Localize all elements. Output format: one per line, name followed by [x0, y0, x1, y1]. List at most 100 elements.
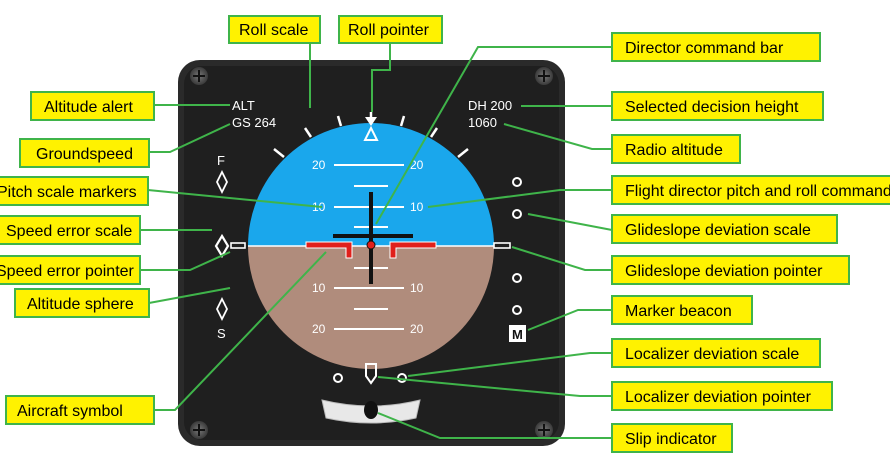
groundspeed-text: GS 264	[232, 115, 276, 130]
screw-bottom-left-icon	[190, 421, 208, 439]
callout-speed-error-scale-label: Speed error scale	[6, 223, 132, 240]
callout-selected-decision-height-label: Selected decision height	[625, 99, 799, 116]
callout-speed-error-pointer-label: Speed error pointer	[0, 263, 135, 280]
roll-command-bar	[369, 192, 373, 284]
leader-altitude-sphere	[148, 287, 231, 304]
marker-beacon-box	[509, 325, 526, 342]
leader-lines	[140, 42, 613, 439]
callout-altitude-sphere-label: Altitude sphere	[27, 296, 134, 313]
leader-roll-pointer	[371, 42, 391, 112]
callout-roll-pointer: Roll pointer	[338, 15, 443, 44]
decision-height-text: DH 200	[468, 98, 512, 113]
slip-indicator	[321, 399, 421, 424]
leader-localizer-pointer	[377, 376, 612, 397]
callout-speed-error-scale: Speed error scale	[0, 215, 141, 245]
pitch-label-down-10-left: 10	[312, 281, 326, 295]
roll-tick-right-30	[457, 148, 469, 158]
slip-ball-icon	[364, 401, 378, 419]
callout-director-command-bar-label: Director command bar	[625, 40, 784, 57]
callout-selected-decision-height: Selected decision height	[611, 91, 824, 121]
roll-index-triangle-icon	[365, 117, 377, 126]
callout-marker-beacon-label: Marker beacon	[625, 303, 732, 320]
callout-localizer-deviation-scale-label: Localizer deviation scale	[625, 346, 799, 363]
callout-roll-scale-label: Roll scale	[239, 22, 308, 39]
callout-radio-altitude: Radio altitude	[611, 134, 741, 164]
leader-pitch-scale-markers	[147, 189, 323, 208]
roll-tick-left-10	[336, 115, 343, 127]
leader-glideslope-pointer	[511, 246, 612, 271]
pitch-scale-lines	[334, 164, 404, 330]
callout-slip-indicator: Slip indicator	[611, 423, 733, 453]
callout-director-command-bar: Director command bar	[611, 32, 821, 62]
leader-director-command-bar	[375, 46, 612, 225]
speed-slow-label: S	[217, 326, 226, 341]
callout-roll-scale: Roll scale	[228, 15, 321, 44]
leader-aircraft-symbol	[154, 251, 327, 411]
leader-slip-indicator	[377, 412, 612, 439]
leader-marker-beacon	[527, 309, 612, 331]
pitch-label-up-20-left: 20	[312, 158, 326, 172]
callout-localizer-deviation-pointer-label: Localizer deviation pointer	[625, 389, 812, 406]
pitch-label-up-10-right: 10	[410, 200, 424, 214]
speed-error-pointer-bar	[230, 242, 246, 249]
callout-altitude-alert-label: Altitude alert	[44, 99, 133, 116]
altitude-alert-text: ALT	[232, 98, 255, 113]
callout-altitude-alert: Altitude alert	[30, 91, 155, 121]
screw-top-right-icon	[535, 67, 553, 85]
pitch-label-down-10-right: 10	[410, 281, 424, 295]
radio-altitude-text: 1060	[468, 115, 497, 130]
speed-fast-label: F	[217, 153, 225, 168]
leader-speed-error-pointer	[140, 251, 231, 271]
screw-bottom-right-icon	[535, 421, 553, 439]
aircraft-symbol-icon	[305, 240, 437, 259]
roll-tick-left-20	[303, 127, 313, 138]
callout-marker-beacon: Marker beacon	[611, 295, 753, 325]
roll-pointer-icon	[363, 125, 379, 141]
glideslope-deviation-scale	[512, 177, 522, 315]
leader-flight-director	[427, 189, 612, 208]
pitch-label-down-20-left: 20	[312, 322, 326, 336]
callout-speed-error-pointer: Speed error pointer	[0, 255, 141, 285]
speed-diamond-upper-icon	[215, 169, 229, 195]
glideslope-dot-4	[512, 305, 522, 315]
roll-tick-left-30	[273, 148, 285, 158]
localizer-deviation-pointer-icon	[365, 363, 377, 385]
leader-radio-altitude	[503, 123, 612, 150]
leader-groundspeed	[149, 123, 231, 153]
roll-tick-right-10	[399, 115, 406, 127]
glideslope-dot-1	[512, 177, 522, 187]
glideslope-deviation-pointer-icon	[493, 242, 511, 249]
callout-flight-director-pitch-roll: Flight director pitch and roll command	[611, 175, 890, 205]
screw-top-left-icon	[190, 67, 208, 85]
callout-groundspeed-label: Groundspeed	[36, 146, 133, 163]
callout-roll-pointer-label: Roll pointer	[348, 22, 430, 39]
localizer-dot-left	[333, 373, 343, 383]
callout-localizer-deviation-scale: Localizer deviation scale	[611, 338, 821, 368]
marker-beacon-label: M	[512, 327, 523, 342]
flight-director-bars	[333, 192, 413, 284]
callout-glideslope-deviation-scale-label: Glideslope deviation scale	[625, 222, 811, 239]
callout-glideslope-deviation-scale: Glideslope deviation scale	[611, 214, 838, 244]
callout-pitch-scale-markers: Pitch scale markers	[0, 176, 149, 206]
pitch-label-up-20-right: 20	[410, 158, 424, 172]
callout-flight-director-pitch-roll-label: Flight director pitch and roll command	[625, 183, 890, 200]
callout-groundspeed: Groundspeed	[19, 138, 150, 168]
callout-aircraft-symbol-label: Aircraft symbol	[17, 403, 123, 420]
pitch-label-down-20-right: 20	[410, 322, 424, 336]
callout-altitude-sphere: Altitude sphere	[14, 288, 150, 318]
roll-tick-right-20	[429, 127, 439, 138]
speed-diamond-lower-icon	[215, 296, 229, 322]
leader-localizer-scale	[407, 352, 612, 377]
glideslope-dot-2	[512, 209, 522, 219]
callout-aircraft-symbol: Aircraft symbol	[5, 395, 155, 425]
speed-error-scale	[215, 169, 229, 322]
callout-glideslope-deviation-pointer: Glideslope deviation pointer	[611, 255, 850, 285]
callout-localizer-deviation-pointer: Localizer deviation pointer	[611, 381, 833, 411]
callout-pitch-scale-markers-label: Pitch scale markers	[0, 184, 137, 201]
callout-radio-altitude-label: Radio altitude	[625, 142, 723, 159]
callout-glideslope-deviation-pointer-label: Glideslope deviation pointer	[625, 263, 823, 280]
callout-slip-indicator-label: Slip indicator	[625, 431, 717, 448]
glideslope-dot-3	[512, 273, 522, 283]
leader-glideslope-scale	[527, 213, 613, 231]
